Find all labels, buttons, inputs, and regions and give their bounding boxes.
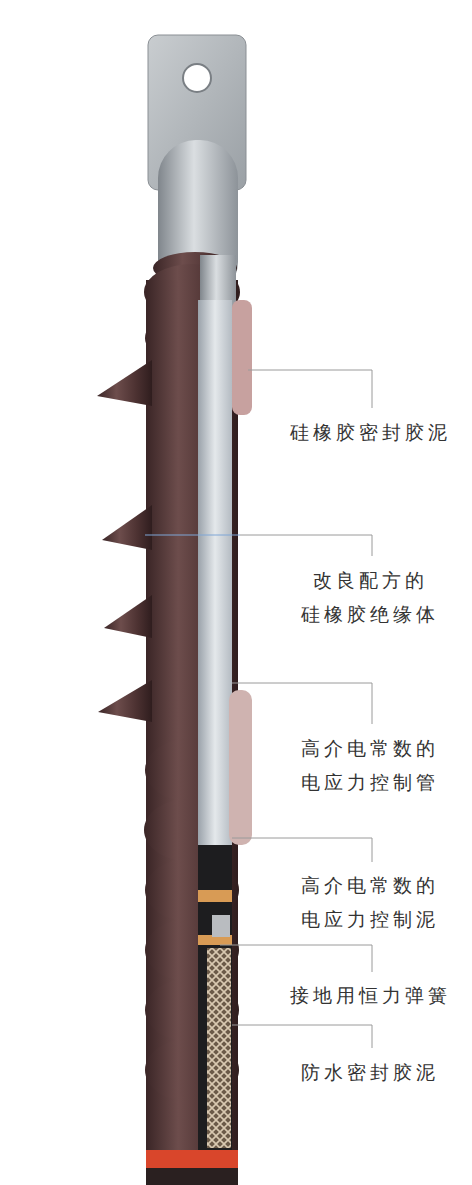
- sealant-top: [232, 300, 252, 415]
- copper-tape-band: [198, 890, 232, 902]
- lug-hole: [183, 64, 211, 92]
- part-label: 接地用恒力弹簧: [268, 978, 468, 1012]
- silicone-body: [97, 252, 240, 1185]
- cable-jacket: [146, 1168, 238, 1185]
- earth-braid: [207, 948, 231, 1148]
- red-band: [146, 1150, 238, 1168]
- part-label: 高介电常数的 电应力控制泥: [268, 868, 468, 936]
- part-label: 防水密封胶泥: [268, 1055, 468, 1089]
- part-label: 硅橡胶密封胶泥: [268, 415, 468, 449]
- stress-control-tube: [198, 300, 232, 845]
- cable-insulation: [198, 845, 232, 1185]
- part-label: 高介电常数的 电应力控制管: [268, 731, 468, 799]
- stress-control-mastic: [229, 690, 252, 845]
- leader-lines: [220, 370, 372, 1048]
- constant-force-spring: [212, 915, 230, 937]
- leader-line: [145, 535, 240, 536]
- part-label: 改良配方的 硅橡胶绝缘体: [268, 563, 468, 631]
